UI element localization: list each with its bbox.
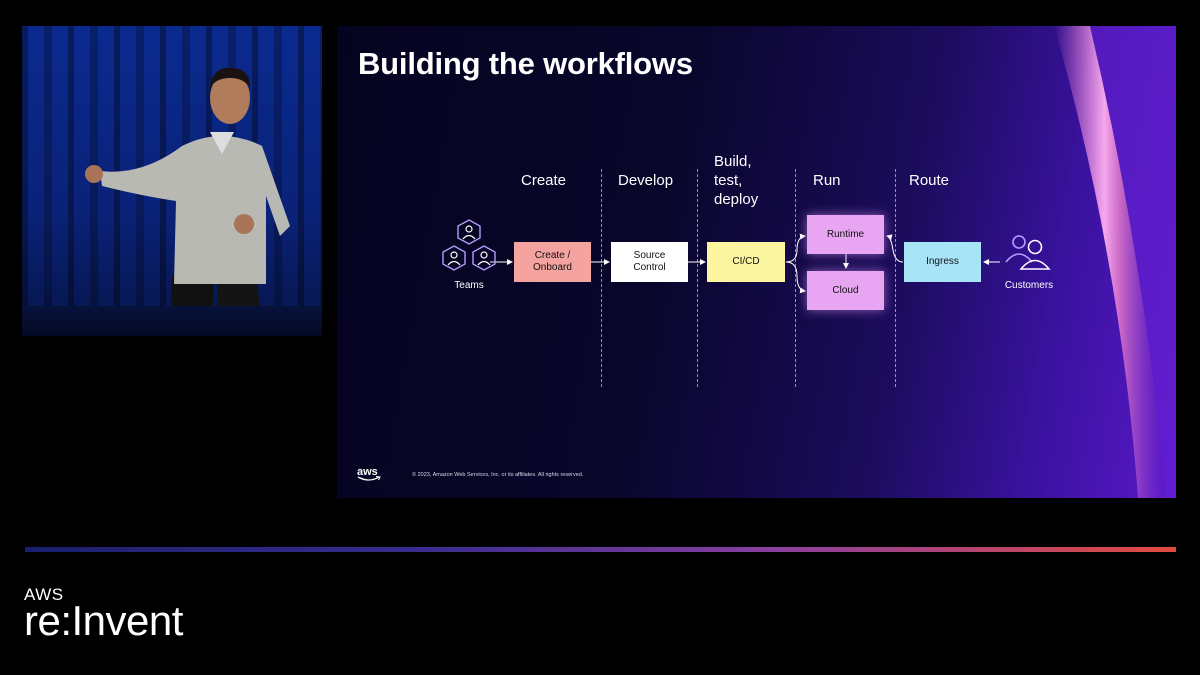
column-label-route: Route <box>909 172 950 189</box>
copyright-text: © 2023, Amazon Web Services, Inc. or its… <box>412 472 584 478</box>
brand-aws-text: AWS <box>24 585 64 604</box>
cloud-box: Cloud <box>807 271 884 310</box>
source-control-box: Source Control <box>611 242 688 282</box>
brand-gradient-bar <box>25 547 1176 552</box>
divider-build-run <box>795 169 796 387</box>
teams-icon <box>442 219 496 271</box>
slide-title: Building the workflows <box>358 46 693 81</box>
runtime-label: Runtime <box>826 228 865 240</box>
divider-run-route <box>895 169 896 387</box>
aws-logo: aws <box>357 466 381 482</box>
column-label-create: Create <box>521 172 567 189</box>
brand-reinvent-text: re:Invent <box>24 597 183 644</box>
create-onboard-box: Create / Onboard <box>514 242 591 282</box>
aws-logo-text: aws <box>357 466 378 478</box>
column-label-build-test-deploy: Build, test, deploy <box>714 153 759 208</box>
customers-icon <box>1005 235 1051 270</box>
source-control-label: Source Control <box>633 250 666 273</box>
divider-create-develop <box>601 169 602 387</box>
runtime-box: Runtime <box>807 215 884 254</box>
ingress-label: Ingress <box>926 256 959 267</box>
speaker-figure <box>85 67 290 336</box>
cicd-box: CI/CD <box>707 242 785 282</box>
cloud-label: Cloud <box>832 284 859 296</box>
column-label-run: Run <box>813 172 841 189</box>
column-label-develop: Develop <box>618 172 674 189</box>
aws-smile-icon <box>357 476 381 481</box>
divider-develop-build <box>697 169 698 387</box>
flow-connectors <box>490 233 1000 294</box>
slide-decorative-streak <box>1054 26 1176 498</box>
teams-label: Teams <box>454 280 484 291</box>
create-onboard-label: Create / Onboard <box>533 250 572 273</box>
customers-label: Customers <box>1004 280 1054 291</box>
event-branding: AWS re:Invent <box>24 585 183 644</box>
speaker-camera-feed <box>22 26 322 336</box>
ingress-box: Ingress <box>904 242 981 282</box>
cicd-label: CI/CD <box>732 256 760 267</box>
stage-floor <box>22 306 322 336</box>
presentation-slide: Building the workflows Create Develop Bu… <box>337 26 1176 498</box>
